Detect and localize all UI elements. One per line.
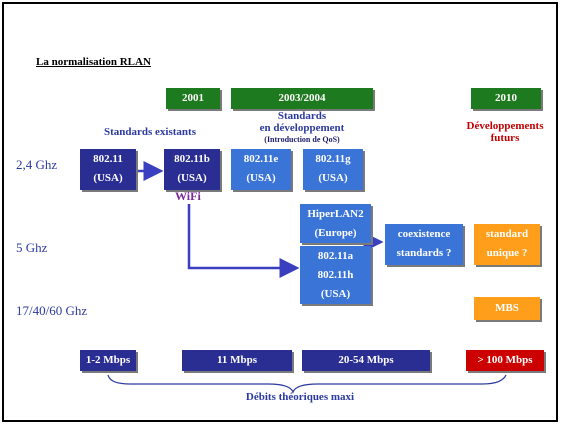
header-future: Développements futurs <box>466 120 544 144</box>
band-17-40-60ghz: 17/40/60 Ghz <box>16 303 88 318</box>
diagram-title: La normalisation RLAN <box>36 56 151 68</box>
box-802-11g: 802.11g(USA) <box>303 149 363 190</box>
box-802-11e: 802.11e(USA) <box>231 149 291 190</box>
rate-11mbps: 11 Mbps <box>182 350 292 371</box>
header-existing: Standards existants <box>104 126 196 138</box>
rate-1-2mbps: 1-2 Mbps <box>80 350 136 371</box>
box-mbs: MBS <box>474 297 540 320</box>
year-2001: 2001 <box>166 88 220 109</box>
year-2010: 2010 <box>471 88 541 109</box>
band-5ghz: 5 Ghz <box>16 240 48 255</box>
qos-note: (Introduction de QoS) <box>264 135 340 144</box>
header-developing: Standards en développement (Introduction… <box>232 110 372 146</box>
rate-20-54mbps: 20-54 Mbps <box>302 350 430 371</box>
box-802-11b: 802.11b(USA) <box>164 149 220 190</box>
wifi-label: WiFi <box>175 189 201 203</box>
box-hiperlan2: HiperLAN2(Europe) <box>300 204 371 243</box>
band-2-4ghz: 2,4 Ghz <box>16 157 58 172</box>
arrow-80211b-to-80211a <box>187 204 300 278</box>
year-2003-2004: 2003/2004 <box>231 88 373 109</box>
box-802-11: 802.11(USA) <box>80 149 136 190</box>
debits-brace <box>107 374 507 394</box>
debits-label: Débits théoriques maxi <box>245 391 355 403</box>
rate-100mbps: > 100 Mbps <box>466 350 544 371</box>
